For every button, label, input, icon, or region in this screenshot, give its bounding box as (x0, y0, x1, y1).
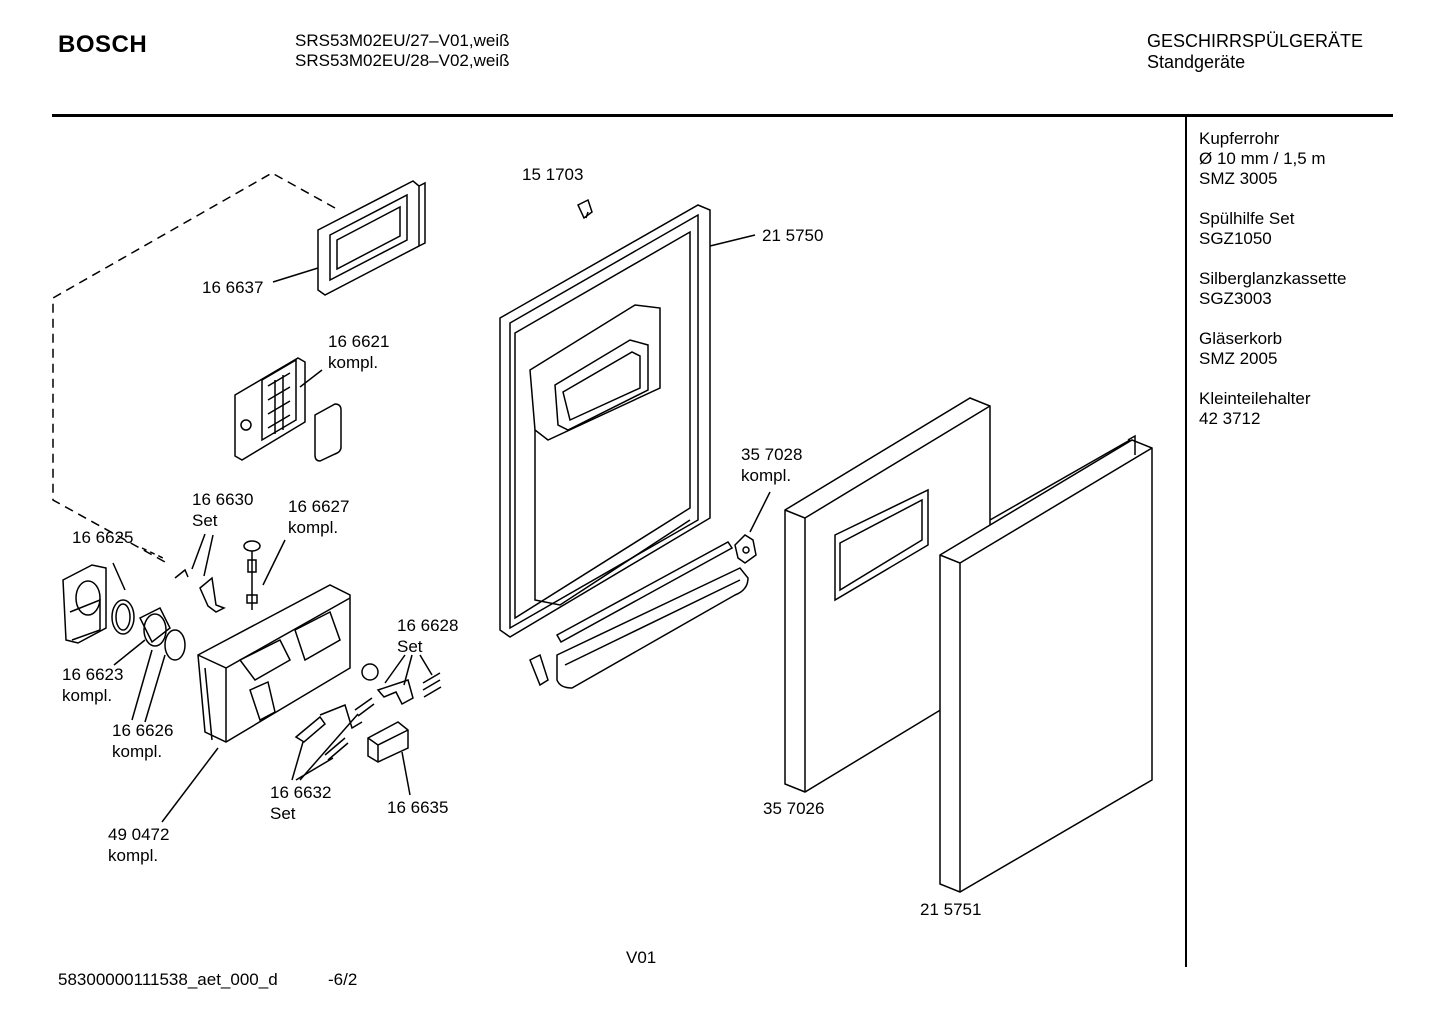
part-label-sub: kompl. (288, 518, 338, 537)
leader-line (131, 649, 153, 721)
spring-set-part (294, 697, 375, 761)
lever-set-part (361, 663, 442, 706)
accessory-line: 42 3712 (1199, 409, 1261, 428)
part-label: 16 6623 (62, 665, 123, 684)
leader-line (144, 654, 166, 723)
accessory-line: Silberglanzkassette (1199, 269, 1347, 288)
leader-line (161, 747, 219, 823)
seal-frame-part (317, 180, 426, 296)
part-label: 16 6625 (72, 528, 133, 547)
accessory-line: Spülhilfe Set (1199, 209, 1295, 228)
appliance-category: GESCHIRRSPÜLGERÄTE Standgeräte (1147, 31, 1363, 73)
brand-logo: BOSCH (58, 31, 148, 58)
accessory-line: SGZ3003 (1199, 289, 1272, 308)
part-label-sub: kompl. (108, 846, 158, 865)
accessory-line: Ø 10 mm / 1,5 m (1199, 149, 1326, 168)
accessory-item: Kleinteilehalter 42 3712 (1199, 389, 1346, 429)
sensor-part (367, 721, 409, 763)
part-label-sub: kompl. (62, 686, 112, 705)
leader-line (203, 534, 214, 577)
accessory-item: Gläserkorb SMZ 2005 (1199, 329, 1346, 369)
model-line-1: SRS53M02EU/27–V01,weiß (295, 31, 510, 50)
part-label: 16 6635 (387, 798, 448, 817)
category-line-2: Standgeräte (1147, 52, 1246, 72)
part-label: 21 5751 (920, 900, 981, 919)
accessory-line: SGZ1050 (1199, 229, 1272, 248)
accessory-line: Kupferrohr (1199, 129, 1280, 148)
handle-rail-part (555, 541, 749, 689)
model-line-2: SRS53M02EU/28–V02,weiß (295, 51, 510, 70)
part-labels: 16 6637 16 6621 kompl. 16 6630 Set 16 66… (62, 165, 981, 919)
spring-set-part (174, 568, 226, 613)
dashed-leader (141, 547, 164, 559)
part-label: 21 5750 (762, 226, 823, 245)
version-label: V01 (626, 948, 657, 967)
filter-cover-part (234, 357, 342, 462)
leader-line (709, 234, 756, 247)
accessory-item: Kupferrohr Ø 10 mm / 1,5 m SMZ 3005 (1199, 129, 1346, 189)
inner-door-panel-part (499, 204, 711, 638)
part-label-sub: Set (270, 804, 296, 823)
leader-line (112, 562, 126, 591)
nozzle-part (138, 606, 186, 661)
leader-line (749, 491, 771, 533)
document-code: 58300000111538_aet_000_d (58, 970, 278, 989)
page-number: -6/2 (328, 970, 358, 989)
hinge-bracket-part (529, 534, 757, 687)
leader-line (262, 539, 286, 586)
header-divider (52, 114, 1393, 117)
part-label: 16 6621 (328, 332, 389, 351)
leader-line (403, 654, 413, 686)
accessory-line: SMZ 3005 (1199, 169, 1278, 188)
leader-line (272, 267, 319, 283)
part-label: 16 6627 (288, 497, 349, 516)
part-label-sub: kompl. (328, 353, 378, 372)
leader-line (384, 654, 406, 684)
part-label-sub: kompl. (741, 466, 791, 485)
leader-line (401, 751, 411, 796)
part-label-sub: kompl. (112, 742, 162, 761)
dashed-assembly-guide (52, 172, 336, 563)
accessory-line: Gläserkorb (1199, 329, 1283, 348)
leader-line (113, 639, 146, 666)
leader-line (299, 713, 359, 781)
part-label: 15 1703 (522, 165, 583, 184)
accessory-line: SMZ 2005 (1199, 349, 1278, 368)
leader-line (191, 533, 206, 570)
part-label: 16 6632 (270, 783, 331, 802)
part-label-sub: Set (397, 637, 423, 656)
leader-line (295, 757, 334, 781)
part-label: 35 7028 (741, 445, 802, 464)
part-label: 16 6628 (397, 616, 458, 635)
accessories-list: Kupferrohr Ø 10 mm / 1,5 m SMZ 3005 Spül… (1199, 129, 1346, 449)
accessory-line: Kleinteilehalter (1199, 389, 1311, 408)
sidebar-divider (1185, 117, 1187, 967)
leader-line (299, 369, 323, 388)
part-label: 49 0472 (108, 825, 169, 844)
accessory-item: Spülhilfe Set SGZ1050 (1199, 209, 1346, 249)
part-label: 35 7026 (763, 799, 824, 818)
dispenser-flap-part (62, 564, 107, 644)
part-label: 16 6626 (112, 721, 173, 740)
model-list: SRS53M02EU/27–V01,weiß SRS53M02EU/28–V02… (295, 31, 510, 71)
part-label: 16 6630 (192, 490, 253, 509)
part-label: 16 6637 (202, 278, 263, 297)
accessory-item: Silberglanzkassette SGZ3003 (1199, 269, 1346, 309)
screw-part (577, 198, 593, 220)
seal-ring-part (111, 599, 135, 635)
side-panel-part (939, 434, 1153, 893)
category-line-1: GESCHIRRSPÜLGERÄTE (1147, 31, 1364, 51)
dispenser-housing-part (197, 584, 351, 743)
valve-part (243, 540, 261, 610)
leader-line (291, 741, 304, 781)
part-label-sub: Set (192, 511, 218, 530)
leader-line (419, 654, 433, 676)
